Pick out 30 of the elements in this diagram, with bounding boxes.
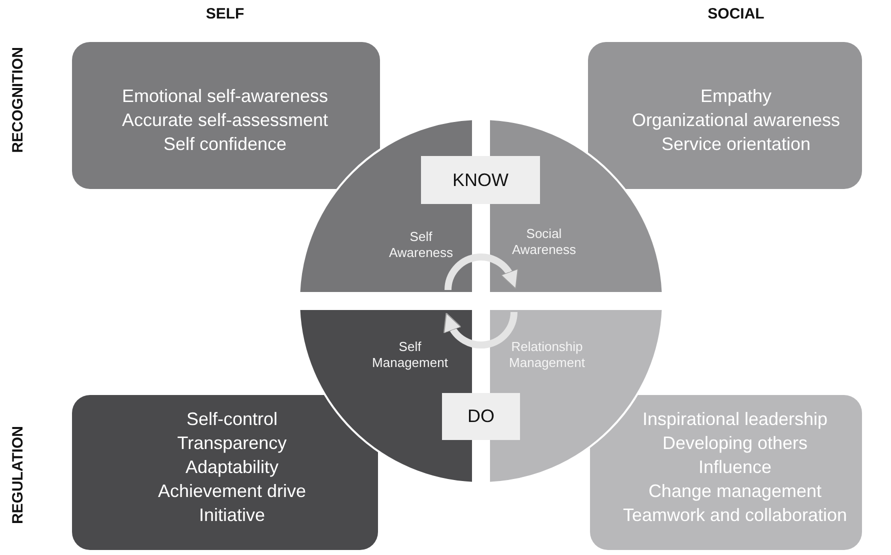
competency-text: Emotional self-awareness: [120, 85, 330, 108]
competency-text: Influence: [697, 456, 773, 479]
competency-text: Accurate self-assessment: [120, 109, 330, 132]
competency-text: Adaptability: [184, 456, 280, 479]
competency-text: Teamwork and collaboration: [622, 504, 848, 527]
axis-heading: SOCIAL: [708, 6, 764, 22]
competency-card: [72, 395, 378, 550]
competency-text: Change management: [647, 480, 823, 503]
competency-text: Empathy: [699, 85, 773, 108]
competency-card: [588, 42, 862, 189]
quadrant-label: Self Management: [372, 339, 448, 371]
competency-text: Initiative: [198, 504, 266, 527]
axis-heading: SELF: [206, 6, 244, 22]
competency-text: Service orientation: [660, 133, 812, 156]
competency-text: Developing others: [661, 432, 809, 455]
competency-text: Self confidence: [162, 133, 288, 156]
label-box: KNOW: [421, 156, 540, 204]
label-box: DO: [442, 393, 520, 440]
quadrant-label: Relationship Management: [509, 339, 585, 371]
competency-text: Self-control: [185, 408, 279, 431]
axis-heading: REGULATION: [10, 426, 26, 524]
axis-heading: RECOGNITION: [10, 47, 26, 153]
competency-text: Inspirational leadership: [641, 408, 829, 431]
competency-text: Organizational awareness: [630, 109, 842, 132]
quadrant-label: Social Awareness: [512, 226, 576, 258]
competency-text: Transparency: [176, 432, 288, 455]
competency-card: [590, 395, 862, 550]
competency-card: [72, 42, 380, 189]
quadrant-label: Self Awareness: [388, 229, 454, 261]
competency-text: Achievement drive: [156, 480, 308, 503]
